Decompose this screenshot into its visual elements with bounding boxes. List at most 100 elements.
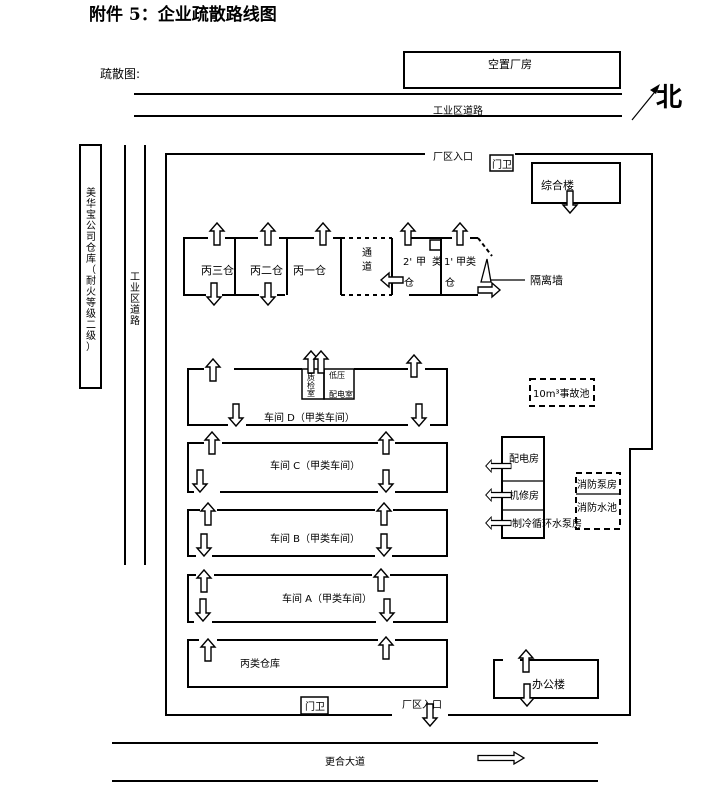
exit-arrow-a-2	[373, 568, 389, 592]
exit-arrow-b-3	[196, 533, 212, 557]
office-building	[493, 659, 599, 699]
exit-arrow-a-4	[379, 598, 395, 622]
service-building	[501, 436, 545, 539]
qc-room-label-1: 质	[307, 372, 315, 382]
a1-label-3: 甲类	[456, 255, 476, 268]
a1-label-2: 仓	[445, 276, 455, 289]
fire-pool-label: 消防水池	[577, 501, 617, 514]
complex-label: 综合楼	[541, 178, 574, 192]
neighbor-warehouse-char: 库	[86, 252, 96, 265]
accident-pool-label: 10m³事故池	[533, 387, 589, 400]
exit-arrow-c-3	[192, 469, 208, 493]
office-label: 办公楼	[532, 677, 565, 691]
workshop-c-outline	[187, 442, 448, 493]
exit-arrow-a2-up	[400, 222, 416, 246]
a2-label-4: 类	[432, 255, 442, 268]
power-room-label: 配电房	[509, 452, 539, 465]
entrance-bottom-label: 厂区入口	[402, 699, 442, 711]
c2-warehouse-label: 丙二仓	[250, 263, 283, 277]
exit-arrow-c1-up	[315, 222, 331, 246]
fire-pump-building	[575, 472, 621, 530]
neighbor-warehouse-char: 宝	[86, 208, 96, 221]
c1-warehouse-label: 丙一仓	[293, 263, 326, 277]
exit-arrow-c-4	[378, 469, 394, 493]
traffic-direction-arrow	[477, 751, 525, 765]
c3-warehouse-label: 丙三仓	[201, 263, 234, 277]
passage-label-2: 道	[362, 260, 372, 273]
workshop-d-label: 车间 D（甲类车间）	[264, 411, 355, 424]
exit-arrow-cw-1	[200, 638, 216, 662]
entrance-top-label: 厂区入口	[433, 151, 473, 163]
exit-arrow-c3-up	[209, 222, 225, 246]
exit-arrow-d4	[406, 354, 422, 378]
neighbor-warehouse-char: （	[86, 264, 96, 276]
a2-label-3: 甲	[416, 257, 426, 268]
exit-arrow-d5	[228, 403, 244, 427]
north-label: 北	[656, 83, 682, 113]
neighbor-warehouse-char: 二	[86, 320, 96, 331]
a1-label-1: 1'	[444, 257, 453, 268]
workshop-a-label: 车间 A（甲类车间）	[282, 592, 372, 605]
workshop-d-outline	[187, 368, 448, 426]
workshop-b-label: 车间 B（甲类车间）	[270, 532, 360, 545]
exit-arrow-c2-up	[260, 222, 276, 246]
exit-arrow-d1	[205, 358, 221, 382]
passage-label-1: 通	[362, 247, 372, 259]
exit-arrow-c3-down	[206, 282, 222, 306]
fire-pump-room-label: 消防泵房	[577, 478, 617, 491]
repair-room-label: 机修房	[509, 489, 539, 502]
isolation-wall-label: 隔离墙	[530, 273, 563, 287]
a2-label-1: 2'	[403, 257, 412, 268]
guard-house-bottom	[300, 696, 329, 715]
a2-label-2: 仓	[404, 276, 414, 289]
exit-arrow-c-2	[378, 431, 394, 455]
exit-arrow-b-2	[376, 502, 392, 526]
pump-room-label: 制冷循环水泵房	[512, 517, 582, 530]
neighbor-warehouse-char: 仓	[86, 241, 96, 254]
industrial-road-left-char: 工	[130, 272, 140, 283]
neighbor-warehouse-box	[79, 144, 102, 389]
neighbor-warehouse-char: ）	[86, 341, 96, 353]
qc-room-label-3: 室	[307, 388, 315, 398]
exit-arrow-a-1	[196, 569, 212, 593]
guard-house-top	[489, 154, 514, 172]
exit-arrow-a1-up	[452, 222, 468, 246]
workshop-a-outline	[187, 574, 448, 623]
exit-arrow-c-1	[204, 431, 220, 455]
exit-arrow-b-1	[200, 502, 216, 526]
workshop-b-outline	[187, 509, 448, 557]
neighbor-warehouse-char: 美	[86, 186, 96, 199]
vacant-plant-box	[403, 51, 621, 89]
industrial-road-left-char: 业	[130, 282, 140, 294]
main-road-label: 更合大道	[325, 755, 365, 768]
page-title: 附件 5：企业疏散路线图	[89, 5, 277, 25]
exit-arrow-cw-2	[378, 636, 394, 660]
isolation-wall-marker	[480, 258, 492, 283]
neighbor-warehouse-char: 耐	[86, 274, 96, 287]
workshop-c-label: 车间 C（甲类车间）	[270, 459, 360, 472]
qc-room-label-2: 检	[307, 380, 315, 390]
industrial-road-left-char: 区	[130, 293, 140, 305]
neighbor-warehouse-char: 司	[86, 232, 96, 243]
industrial-road-left-label: 工业区道路	[130, 272, 140, 327]
low-voltage-label: 低压	[329, 370, 345, 380]
power-room-d-label: 配电室	[329, 389, 353, 399]
neighbor-warehouse-char: 等	[86, 296, 96, 309]
c-warehouse-outline	[187, 639, 448, 688]
neighbor-warehouse-char: 级	[86, 330, 96, 342]
exit-arrow-power	[485, 459, 512, 473]
north-compass: 北	[631, 83, 682, 121]
exit-arrow-b-4	[376, 533, 392, 557]
industrial-road-left-char: 路	[130, 314, 140, 327]
exit-arrow-a1-right	[477, 282, 501, 298]
diagram-subtitle: 疏散图:	[100, 66, 140, 81]
c-warehouse-label: 丙类仓库	[240, 657, 280, 670]
plant-boundary	[165, 153, 653, 716]
neighbor-warehouse-char: 华	[86, 197, 96, 210]
warehouse-row	[183, 237, 493, 296]
neighbor-warehouse-char: 公	[86, 221, 96, 232]
exit-arrow-pump	[485, 516, 512, 530]
industrial-road-left-char: 道	[130, 303, 140, 316]
